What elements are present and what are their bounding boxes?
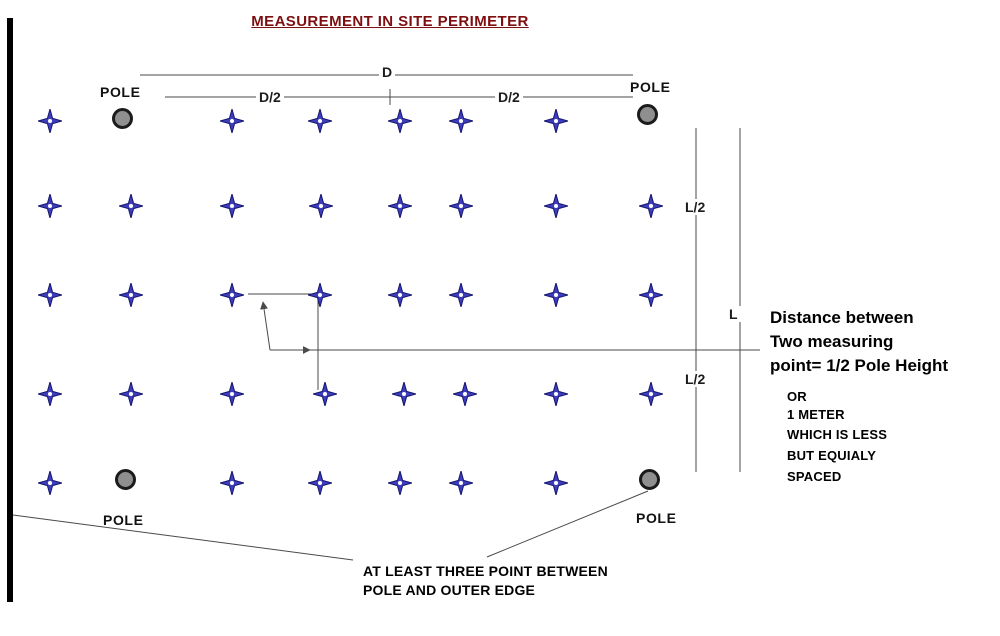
pole-marker xyxy=(112,108,133,129)
site-boundary-bar xyxy=(7,18,13,602)
pole-label-top-right: POLE xyxy=(630,79,671,95)
pole-marker xyxy=(115,469,136,490)
annotation-heading-line3: point= 1/2 Pole Height xyxy=(770,356,949,375)
measurement-point-star xyxy=(449,109,473,133)
measurement-point-star xyxy=(119,283,143,307)
measurement-point-star xyxy=(308,471,332,495)
pole-label-top-left: POLE xyxy=(100,84,141,100)
measurement-point-star xyxy=(308,283,332,307)
pole-marker xyxy=(637,104,658,125)
annotation-heading-line2: Two measuring xyxy=(770,332,894,351)
leader-line-right xyxy=(486,490,649,558)
diagram-title: MEASUREMENT IN SITE PERIMETER xyxy=(251,13,529,30)
measurement-point-star xyxy=(388,194,412,218)
annotation-heading-line1: Distance between xyxy=(770,308,914,327)
measurement-point-star xyxy=(544,382,568,406)
measurement-point-star xyxy=(449,194,473,218)
measurement-point-star xyxy=(220,382,244,406)
dimension-label-d: D xyxy=(379,64,396,80)
dimension-label-l-half-top: L/2 xyxy=(682,199,709,215)
measurement-point-star xyxy=(639,283,663,307)
measurement-point-star xyxy=(388,471,412,495)
pole-marker xyxy=(639,469,660,490)
measurement-point-star xyxy=(220,109,244,133)
measurement-point-star xyxy=(544,109,568,133)
measurement-point-star xyxy=(119,382,143,406)
measurement-point-star xyxy=(38,283,62,307)
dimension-label-l-half-bottom: L/2 xyxy=(682,371,709,387)
measurement-point-star xyxy=(309,194,333,218)
dimension-label-d-half-right: D/2 xyxy=(495,89,523,105)
measurement-point-star xyxy=(220,471,244,495)
measurement-point-star xyxy=(220,283,244,307)
measurement-point-star xyxy=(38,382,62,406)
footer-note-line2: POLE AND OUTER EDGE xyxy=(363,582,536,598)
footer-note-line1: AT LEAST THREE POINT BETWEEN xyxy=(363,563,608,579)
measurement-point-star xyxy=(38,109,62,133)
measurement-point-star xyxy=(639,194,663,218)
measurement-point-star xyxy=(38,471,62,495)
pole-label-bottom-right: POLE xyxy=(636,510,677,526)
leader-line-left xyxy=(12,514,354,561)
measurement-point-star xyxy=(453,382,477,406)
annotation-sub-line3: WHICH IS LESS xyxy=(787,427,888,442)
measurement-point-star xyxy=(388,283,412,307)
measurement-point-star xyxy=(544,471,568,495)
measurement-point-star xyxy=(313,382,337,406)
annotation-sub-line2: 1 METER xyxy=(787,407,845,422)
annotation-sub-line5: SPACED xyxy=(787,469,842,484)
measurement-point-star xyxy=(544,283,568,307)
measurement-point-star xyxy=(38,194,62,218)
annotation-sub-line1: OR xyxy=(787,389,807,404)
measurement-point-star xyxy=(449,283,473,307)
measurement-point-star xyxy=(544,194,568,218)
measurement-point-star xyxy=(119,194,143,218)
measurement-point-star xyxy=(220,194,244,218)
measurement-point-star xyxy=(388,109,412,133)
annotation-sub-line4: BUT EQUIALY xyxy=(787,448,877,463)
measure-arrow-up xyxy=(260,301,271,351)
pole-label-bottom-left: POLE xyxy=(103,512,144,528)
dimension-label-l: L xyxy=(726,306,741,322)
dimension-label-d-half-left: D/2 xyxy=(256,89,284,105)
measurement-point-star xyxy=(392,382,416,406)
measurement-point-star xyxy=(449,471,473,495)
measurement-point-star xyxy=(639,382,663,406)
measurement-point-star xyxy=(308,109,332,133)
